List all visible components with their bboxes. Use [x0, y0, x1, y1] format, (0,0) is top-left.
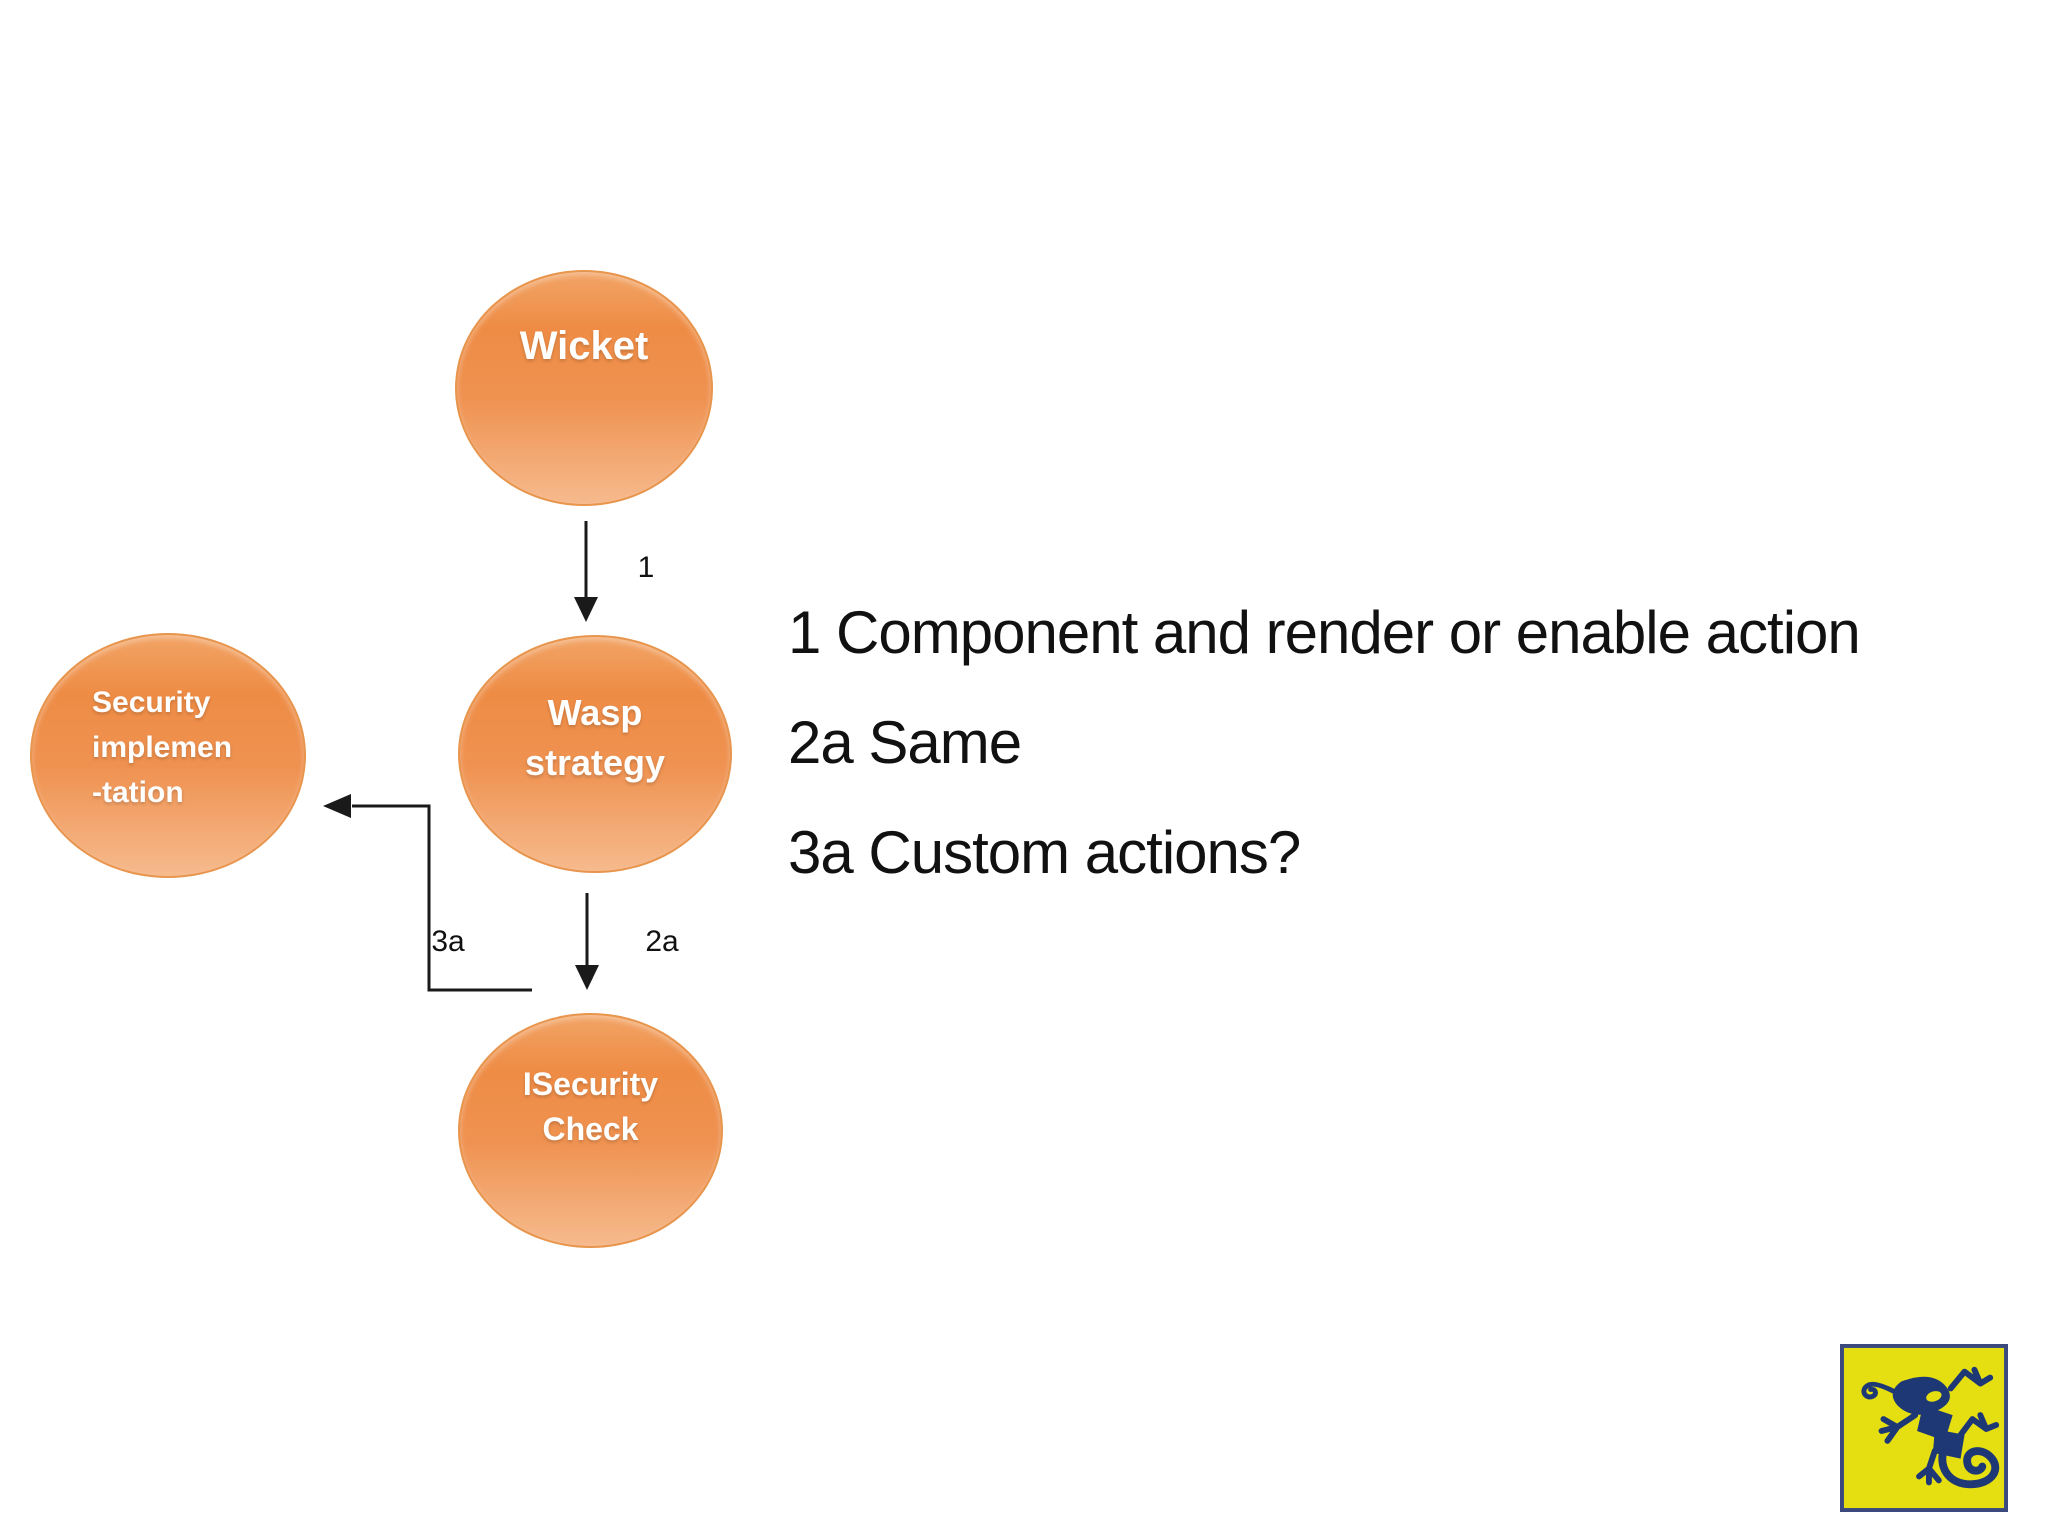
annotation-line-2: 2a Same [788, 709, 1022, 776]
annotation-notes: 1 Component and render or enable action … [788, 578, 1861, 908]
edge-wicket-to-wasp [574, 521, 598, 622]
node-wasp-strategy: Wasp strategy [458, 635, 732, 873]
node-isecurity-check: ISecurity Check [458, 1013, 723, 1248]
edge-label-1: 1 [637, 551, 655, 584]
annotation-line-1: 1 Component and render or enable action [788, 599, 1861, 666]
annotation-line-3: 3a Custom actions? [788, 819, 1301, 886]
edge-wasp-to-isecurity [575, 893, 599, 990]
edge-label-2a: 2a [645, 925, 679, 958]
arrowhead-down-icon [575, 965, 599, 990]
gecko-logo [1840, 1343, 2008, 1513]
gecko-logo-icon [1840, 1344, 2008, 1512]
node-isecurity-check-label: ISecurity Check [522, 1065, 659, 1147]
node-wasp-strategy-label: Wasp strategy [524, 691, 666, 783]
arrowhead-left-icon [323, 794, 351, 818]
node-security-implementation: Security implemen -tation [30, 633, 306, 878]
arrowhead-down-icon [574, 597, 598, 622]
node-wicket-label: Wicket [519, 324, 649, 368]
node-wicket: Wicket [455, 270, 713, 506]
edge-label-3a: 3a [431, 925, 465, 958]
node-security-implementation-label: Security implemen -tation [92, 686, 233, 809]
